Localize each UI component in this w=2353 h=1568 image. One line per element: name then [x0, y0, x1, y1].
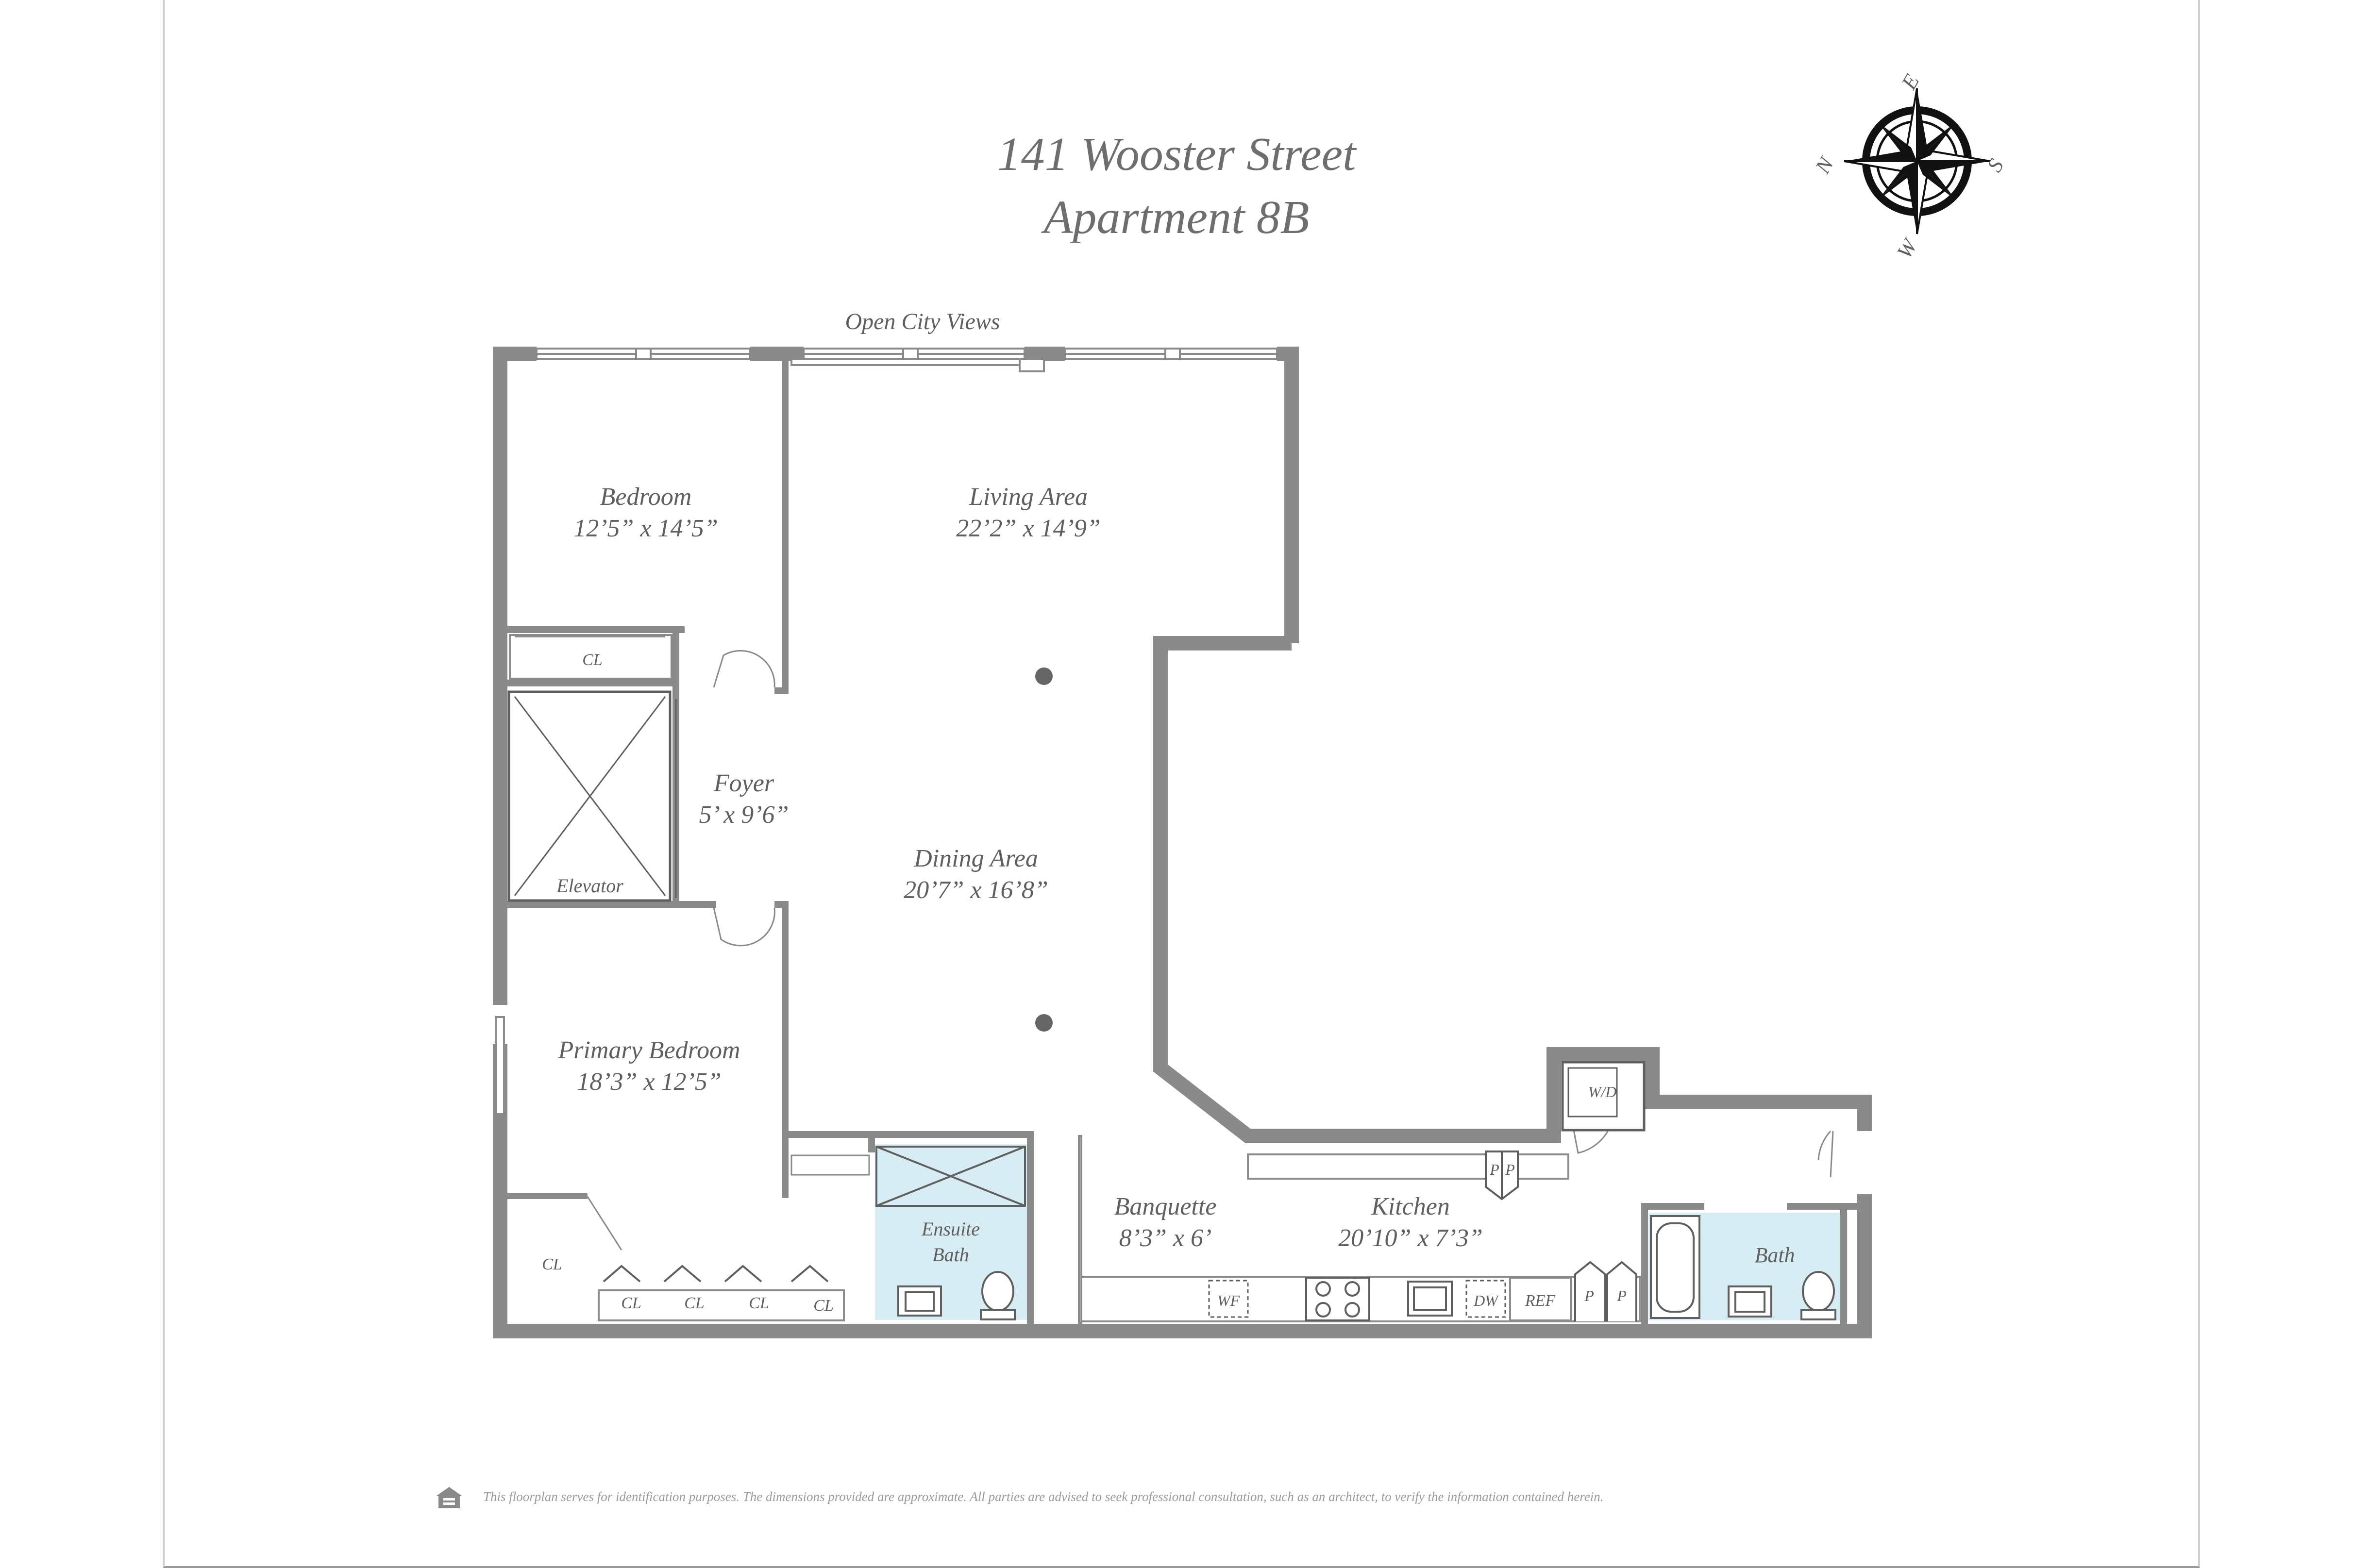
- wine-fridge-icon: [1208, 1280, 1249, 1318]
- kitchen-sink-icon: [1407, 1281, 1453, 1317]
- elevator-label: Elevator: [556, 875, 623, 897]
- primary-closet-2-label: CL: [621, 1294, 641, 1312]
- ensuite-label-1: Ensuite: [921, 1218, 980, 1240]
- refrigerator-label: REF: [1525, 1292, 1556, 1310]
- page-frame: [163, 0, 2200, 1568]
- primary-dims: 18’3” x 12’5”: [577, 1068, 722, 1096]
- banquette-dims: 8’3” x 6’: [1119, 1224, 1212, 1252]
- views-label: Open City Views: [845, 309, 1000, 334]
- foyer-dims: 5’ x 9’6”: [699, 801, 789, 829]
- footer: This floorplan serves for identification…: [435, 1485, 2085, 1515]
- refrigerator-box: [1509, 1277, 1572, 1321]
- primary-closet-5-label: CL: [813, 1297, 834, 1315]
- compass-west-label: W: [1892, 234, 1922, 263]
- bedroom-dims: 12’5” x 14’5”: [573, 515, 718, 542]
- range-cooktop-icon: [1305, 1277, 1370, 1321]
- unit-title: Apartment 8B: [1043, 191, 1310, 244]
- kitchen-dims: 20’10” x 7’3”: [1338, 1224, 1483, 1252]
- living-name: Living Area: [969, 483, 1088, 511]
- pantry-4-label: P: [1616, 1287, 1627, 1304]
- exterior-walls: [493, 347, 1872, 1338]
- washer-dryer-unit: [1567, 1067, 1618, 1118]
- kitchen-name: Kitchen: [1371, 1193, 1450, 1220]
- primary-closet-3-label: CL: [684, 1294, 705, 1312]
- primary-closet-1-label: CL: [542, 1255, 562, 1273]
- primary-name: Primary Bedroom: [557, 1036, 740, 1064]
- pantry-1-label: P: [1489, 1161, 1499, 1178]
- bath-sink-icon: [1728, 1285, 1772, 1318]
- compass-south-label: S: [1983, 155, 2008, 176]
- interior-walls: [500, 359, 1865, 1331]
- north-windows: [536, 348, 1278, 372]
- ensuite-shower: [875, 1146, 1026, 1207]
- washer-dryer-label: W/D: [1588, 1083, 1617, 1101]
- door-swings: [587, 650, 1834, 1251]
- wine-fridge-label: WF: [1217, 1292, 1240, 1309]
- disclaimer-text: This floorplan serves for identification…: [483, 1489, 1604, 1504]
- bath-toilet-icon: [1800, 1271, 1836, 1320]
- pantry-2-label: P: [1505, 1161, 1515, 1178]
- column-south: [1035, 1014, 1053, 1032]
- equal-housing-icon: [436, 1487, 462, 1508]
- compass-north-label: N: [1810, 152, 1839, 178]
- dishwasher-label: DW: [1473, 1292, 1499, 1309]
- foyer-name: Foyer: [713, 769, 774, 797]
- compass-east-label: E: [1897, 70, 1924, 94]
- ensuite-label-2: Bath: [932, 1244, 969, 1266]
- living-dims: 22’2” x 14’9”: [956, 515, 1101, 542]
- west-window: [495, 1016, 505, 1115]
- primary-closets: [598, 1265, 845, 1321]
- dining-dims: 20’7” x 16’8”: [904, 876, 1048, 904]
- ensuite-sink-icon: [897, 1285, 942, 1317]
- ensuite-linen-shelf: [790, 1154, 870, 1176]
- compass-icon: [1844, 88, 1990, 234]
- primary-closet-4-label: CL: [749, 1294, 769, 1312]
- bedroom-name: Bedroom: [600, 483, 692, 511]
- ensuite-toilet-icon: [980, 1271, 1016, 1320]
- banquette-name: Banquette: [1114, 1193, 1217, 1220]
- bath-name: Bath: [1754, 1243, 1795, 1267]
- column-north: [1035, 667, 1053, 685]
- pantry-3-label: P: [1584, 1287, 1594, 1304]
- dishwasher-icon: [1465, 1280, 1506, 1318]
- pantry-cabinets: [1485, 1151, 1637, 1321]
- dining-name: Dining Area: [913, 845, 1038, 872]
- bathtub-icon: [1650, 1215, 1700, 1319]
- bedroom-closet-label: CL: [582, 651, 603, 669]
- address-title: 141 Wooster Street: [997, 128, 1356, 181]
- bedroom-closet: [509, 634, 672, 680]
